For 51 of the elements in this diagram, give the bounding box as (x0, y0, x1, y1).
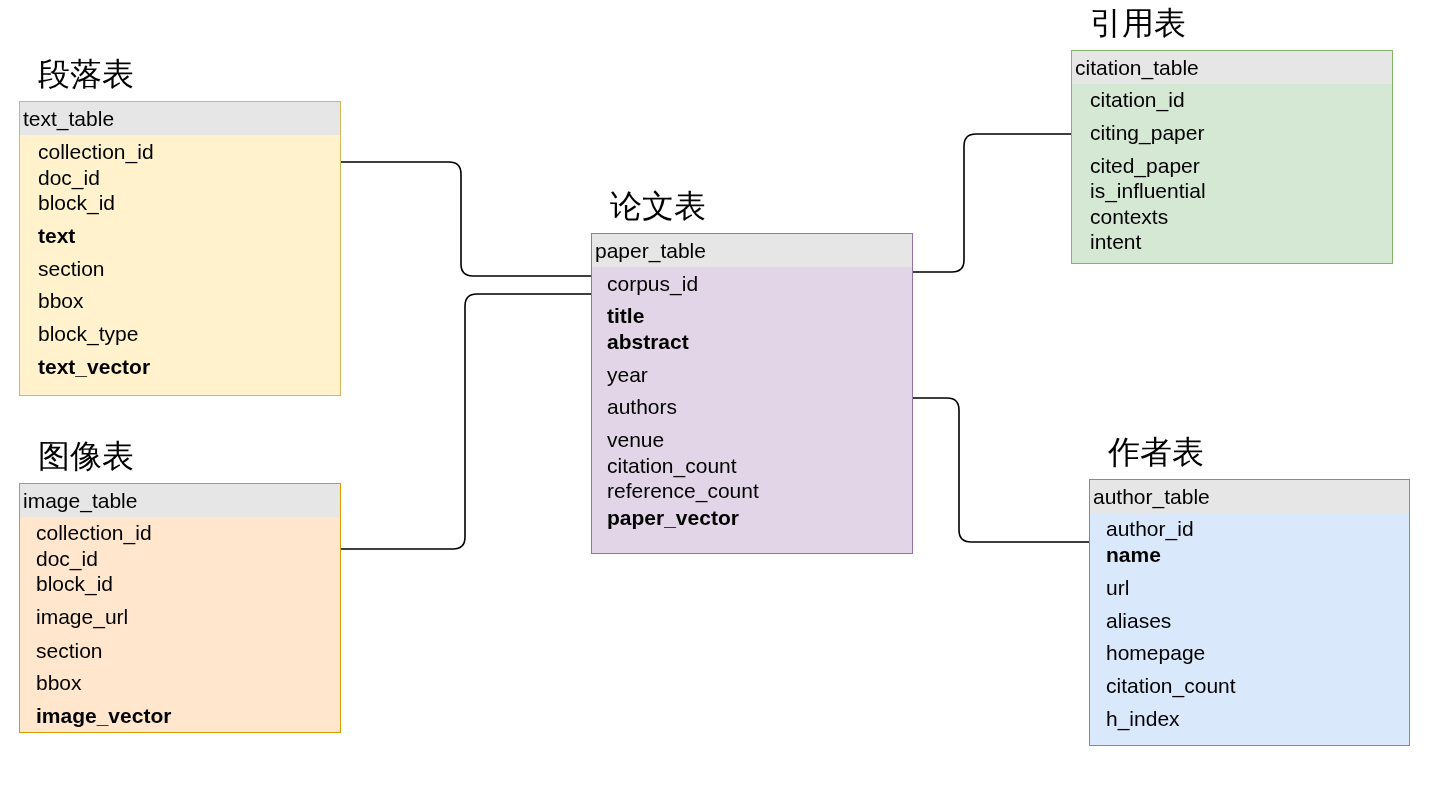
field-name: citation_count (1106, 674, 1236, 698)
field-name: block_id (38, 191, 116, 215)
field-name: homepage (1106, 641, 1206, 665)
field-name: doc_id (38, 166, 100, 190)
field-name: collection_id (38, 140, 154, 164)
field-name: intent (1090, 230, 1142, 254)
field-name: url (1106, 576, 1130, 600)
field-name: name (1106, 543, 1161, 567)
field-name: text_vector (38, 355, 151, 379)
field-name: reference_count (607, 479, 759, 503)
field-name: bbox (36, 671, 82, 695)
table-title: 引用表 (1090, 3, 1186, 43)
connector-line (340, 293, 592, 550)
field-name: text (38, 224, 76, 248)
field-name: block_id (36, 572, 114, 596)
field-name: cited_paper (1090, 154, 1200, 178)
field-name: abstract (607, 330, 689, 354)
field-name: bbox (38, 289, 84, 313)
field-name: section (36, 639, 103, 663)
field-name: image_url (36, 605, 129, 629)
field-name: aliases (1106, 609, 1172, 633)
field-name: paper_vector (607, 506, 739, 530)
field-name: section (38, 257, 105, 281)
field-name: image_vector (36, 704, 172, 728)
table-title: 作者表 (1108, 432, 1204, 472)
field-name: is_influential (1090, 179, 1206, 203)
field-name: contexts (1090, 205, 1169, 229)
connector-line (912, 133, 1072, 273)
field-name: h_index (1106, 707, 1180, 731)
field-name: citing_paper (1090, 121, 1205, 145)
field-name: author_id (1106, 517, 1194, 541)
field-name: doc_id (36, 547, 98, 571)
table-title: 段落表 (38, 54, 134, 94)
field-name: venue (607, 428, 665, 452)
field-name: year (607, 363, 648, 387)
connector-line (912, 397, 1090, 543)
field-name: authors (607, 395, 678, 419)
field-name: block_type (38, 322, 139, 346)
field-name: citation_id (1090, 88, 1185, 112)
table-name: image_table (23, 489, 138, 513)
field-name: corpus_id (607, 272, 699, 296)
field-name: title (607, 304, 645, 328)
table-title: 图像表 (38, 436, 134, 476)
field-name: collection_id (36, 521, 152, 545)
connector-line (340, 161, 592, 277)
table-name: paper_table (595, 239, 706, 263)
field-name: citation_count (607, 454, 737, 478)
table-name: author_table (1093, 485, 1210, 509)
table-name: text_table (23, 107, 115, 131)
table-name: citation_table (1075, 56, 1199, 80)
table-title: 论文表 (610, 186, 706, 226)
